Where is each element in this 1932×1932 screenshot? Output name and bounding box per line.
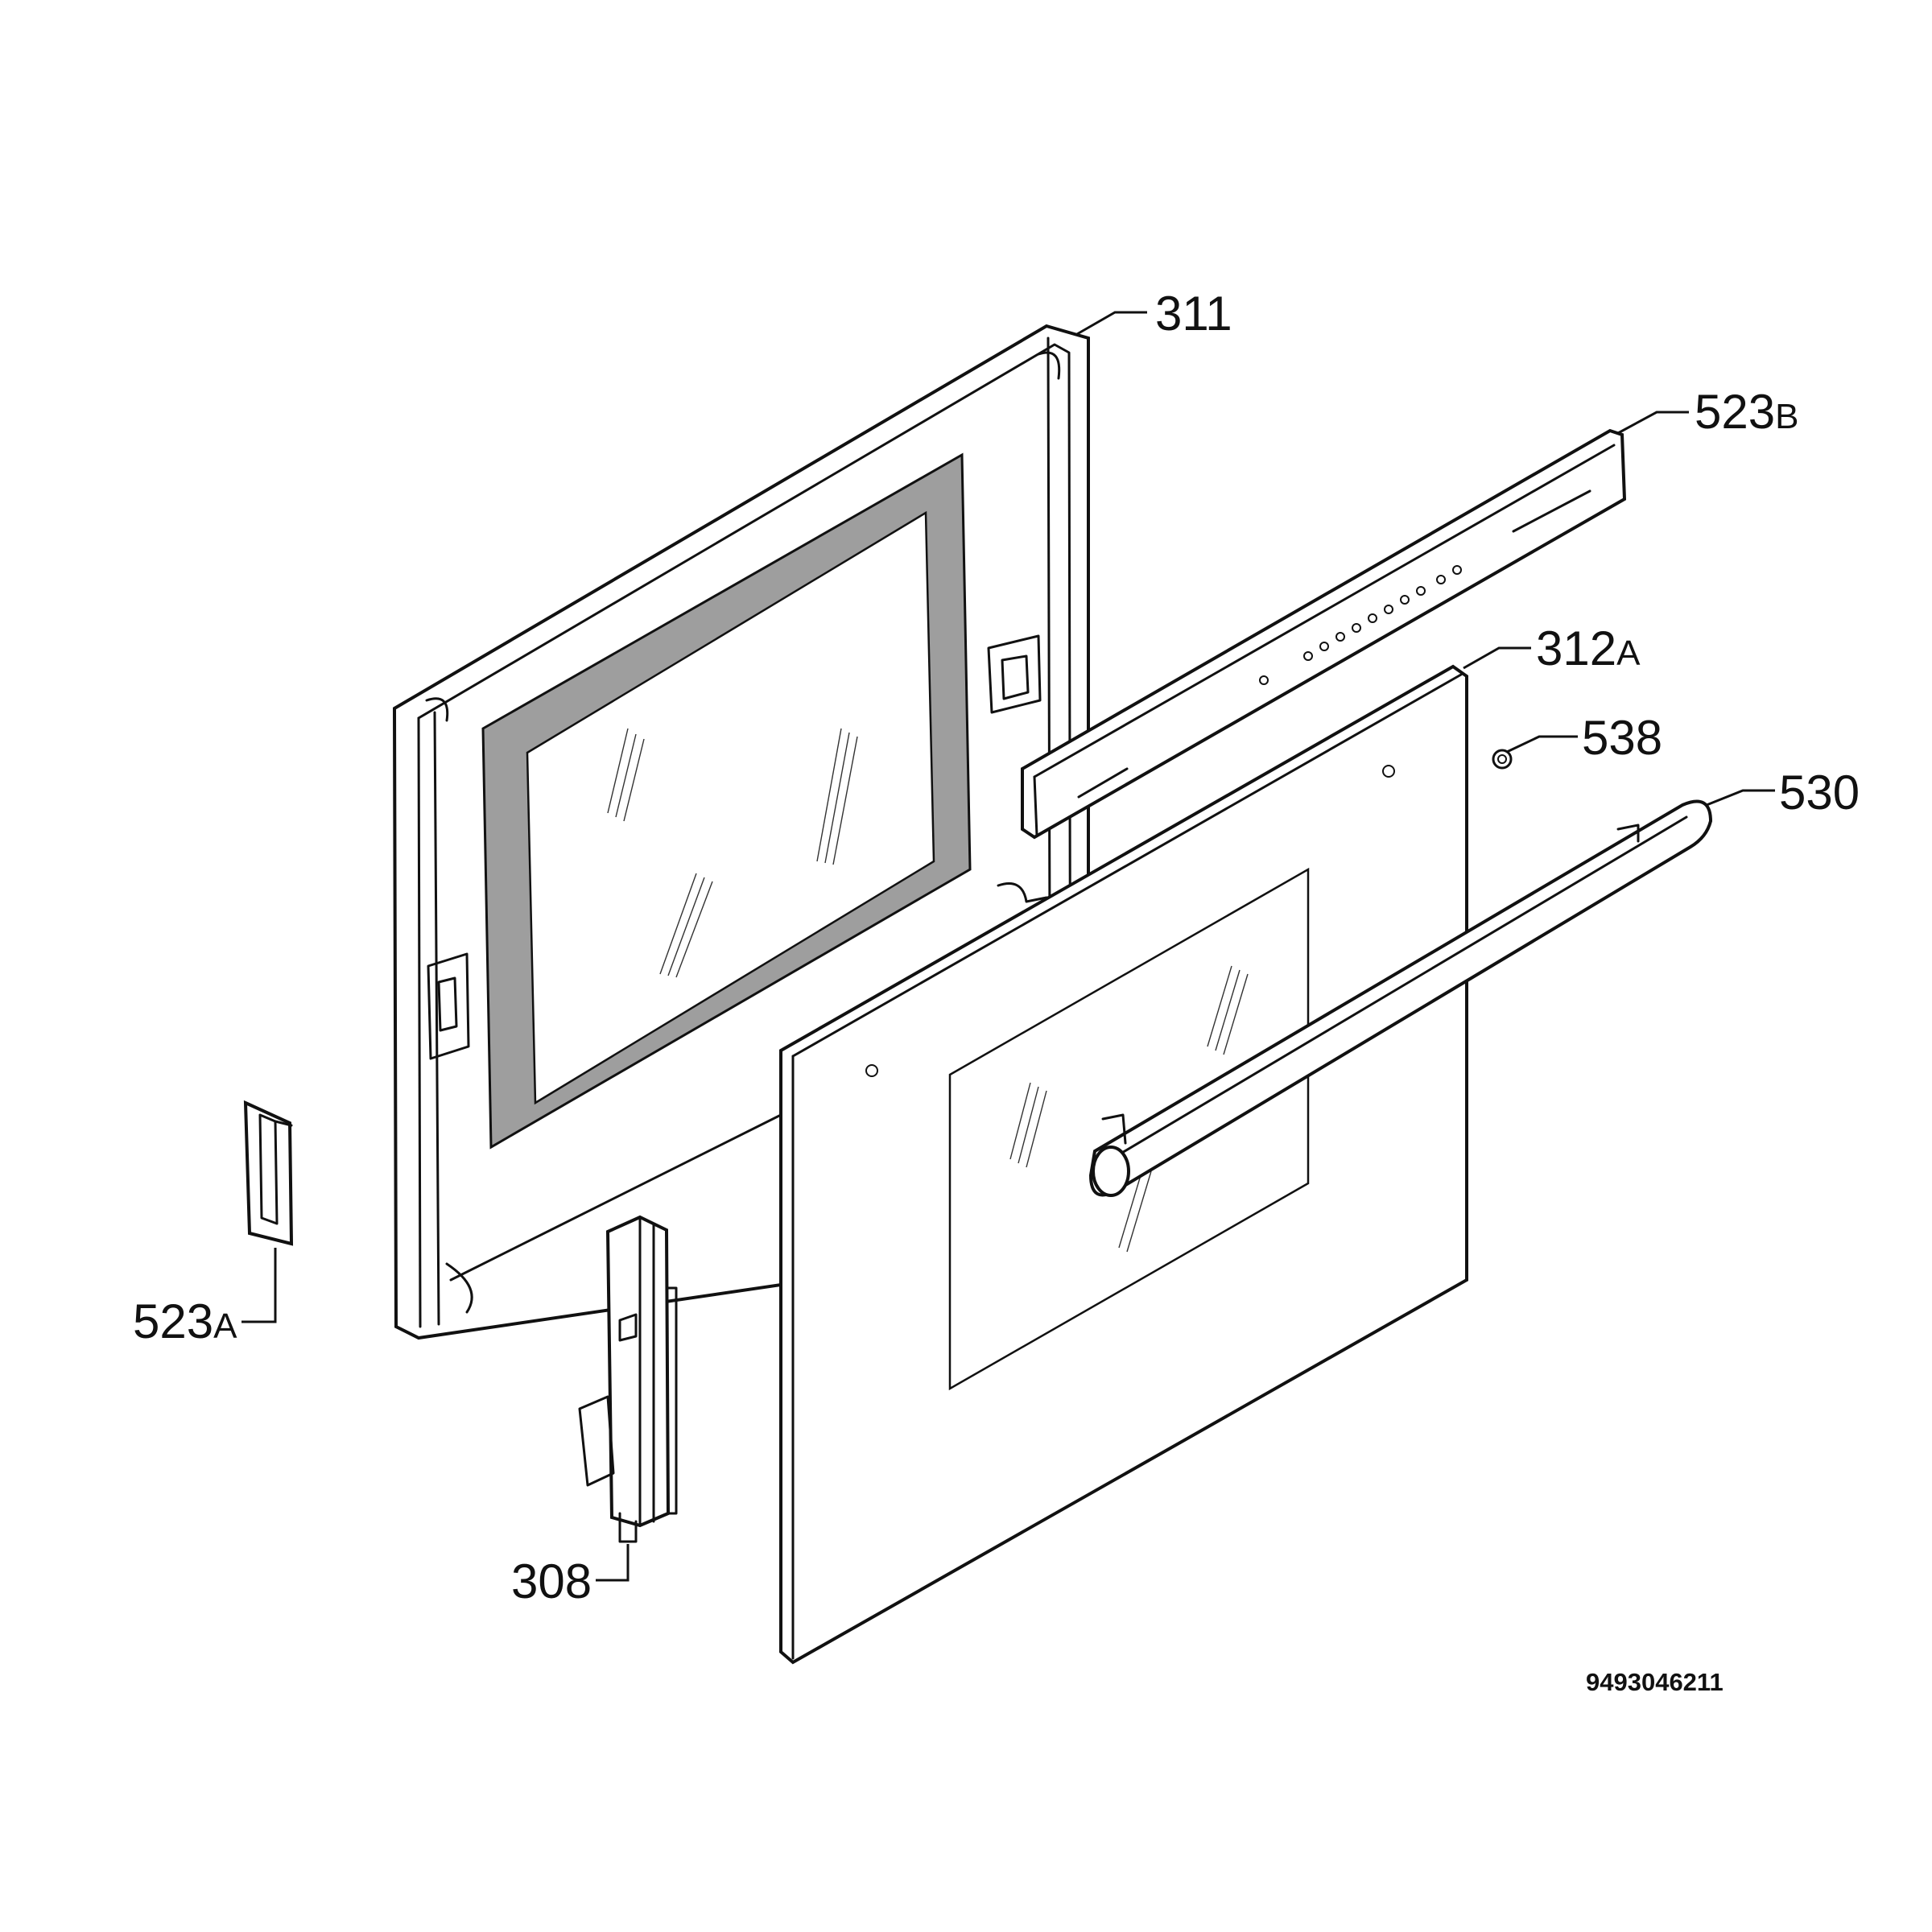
hinge-rail-523B bbox=[1021, 428, 1627, 840]
leader-lines bbox=[242, 311, 1775, 1582]
outer-glass-window bbox=[948, 867, 1310, 1391]
callout-312A: 312A bbox=[1536, 621, 1641, 675]
door-handle-530 bbox=[1088, 799, 1713, 1197]
rail-holes bbox=[1259, 565, 1462, 685]
callout-523A: 523A bbox=[133, 1294, 237, 1348]
frame-hinge-bracket-lower bbox=[427, 952, 470, 1060]
door-hinge-308 bbox=[578, 1215, 678, 1543]
callout-523B: 523B bbox=[1695, 385, 1798, 439]
callout-308: 308 bbox=[511, 1554, 592, 1608]
callout-530: 530 bbox=[1779, 766, 1860, 819]
callout-311: 311 bbox=[1155, 287, 1232, 341]
document-number: 9493046211 bbox=[1586, 1668, 1724, 1696]
inner-glass bbox=[526, 510, 935, 1105]
callout-538: 538 bbox=[1582, 711, 1662, 765]
outer-glass-reflection bbox=[1009, 965, 1249, 1253]
frame-hinge-bracket-upper bbox=[987, 634, 1042, 714]
nut-538 bbox=[1492, 749, 1513, 770]
hinge-clip-523A bbox=[243, 1100, 294, 1246]
inner-glass-reflection bbox=[607, 728, 858, 978]
